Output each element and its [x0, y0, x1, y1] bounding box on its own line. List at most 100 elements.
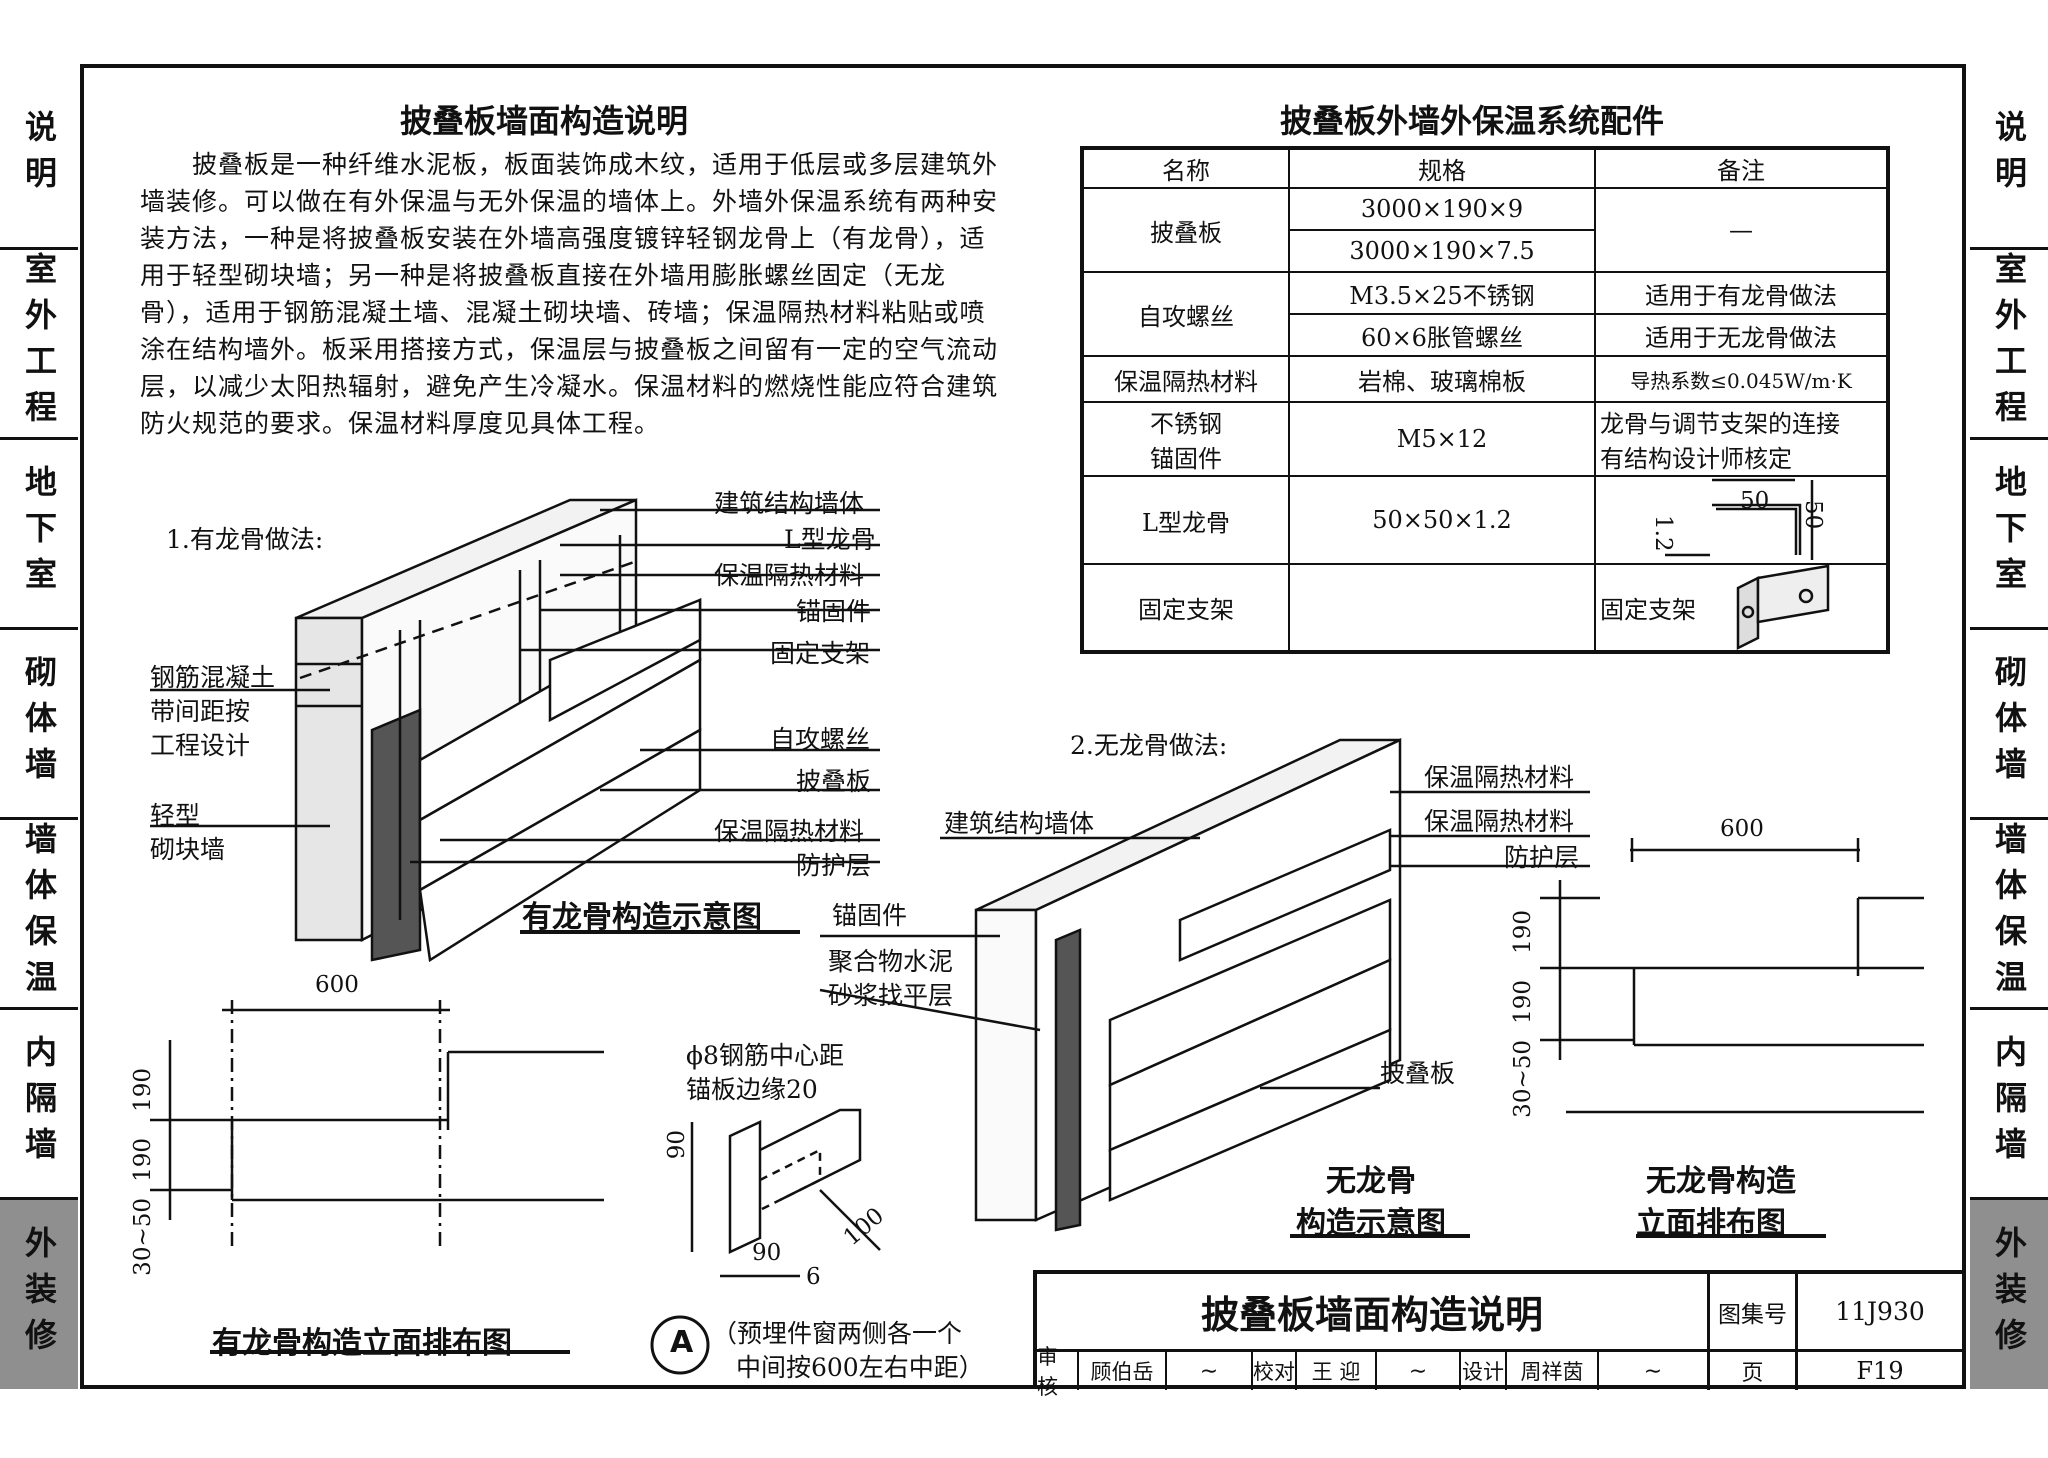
caption-nokeel-elev-1: 无龙骨构造: [1646, 1164, 1796, 1199]
table-cell: —: [1594, 187, 1889, 273]
label-insulation: 保温隔热材料: [714, 561, 865, 590]
label-rc-2: 带间距按: [150, 697, 251, 726]
review-label: 审核: [1037, 1345, 1079, 1399]
table-cell: M3.5×25不锈钢: [1288, 271, 1596, 315]
side-tab-label: 墙体保温: [1990, 821, 2028, 1006]
label-insulation-2: 保温隔热材料: [714, 817, 865, 846]
side-tab-exterior-finish[interactable]: 外装修: [0, 1197, 78, 1389]
atlas-number: 11J930: [1798, 1274, 1962, 1352]
dim-label: 30~50: [1510, 1040, 1536, 1118]
cell-text: 固定支架: [1600, 596, 1696, 624]
table-cell: M5×12: [1288, 401, 1596, 477]
dim-label: 190: [130, 1068, 156, 1112]
side-tab-intro[interactable]: 说明: [1970, 64, 2048, 247]
label-board: 披叠板: [796, 767, 872, 796]
side-tab-basement[interactable]: 地下室: [1970, 437, 2048, 627]
table-cell: 50×50×1.2: [1288, 475, 1596, 565]
table-cell: 固定支架: [1594, 563, 1889, 653]
dim-label: 600: [1720, 816, 1764, 842]
side-tab-masonry[interactable]: 砌体墙: [0, 627, 78, 817]
reviewer-signature: ∼: [1167, 1352, 1253, 1390]
label-block-2: 砌块墙: [150, 835, 226, 864]
side-tab-label: 说明: [20, 109, 58, 202]
table-cell: 自攻螺丝: [1081, 271, 1290, 357]
designer-signature: ∼: [1599, 1352, 1710, 1390]
label-rc-3: 工程设计: [150, 731, 251, 760]
section-title: 披叠板墙面构造说明: [400, 102, 689, 140]
checker-signature: ∼: [1377, 1352, 1461, 1390]
cell-line: 龙骨与调节支架的连接: [1600, 410, 1840, 438]
side-tab-masonry[interactable]: 砌体墙: [1970, 627, 2048, 817]
designer-name: 周祥茵: [1507, 1352, 1599, 1390]
label-insulation-3: 保温隔热材料: [1424, 763, 1575, 792]
side-tab-label: 墙体保温: [20, 821, 58, 1006]
table-cell: 60×6胀管螺丝: [1288, 313, 1596, 357]
label-screw: 自攻螺丝: [770, 725, 871, 754]
side-tab-partition[interactable]: 内隔墙: [0, 1007, 78, 1197]
side-tab-label: 室外工程: [1990, 251, 2028, 436]
table-header: 名称: [1081, 147, 1290, 189]
label-anchor-2: 锚固件: [832, 901, 908, 930]
drawing-frame: [80, 64, 1966, 1389]
label-protect-2: 防护层: [1504, 843, 1580, 872]
label-insulation-4: 保温隔热材料: [1424, 807, 1575, 836]
caption-nokeel-3d-1: 无龙骨: [1326, 1164, 1416, 1199]
dim-label: 190: [130, 1138, 156, 1182]
label-board-2: 披叠板: [1380, 1059, 1456, 1088]
dim-label: 30~50: [130, 1198, 156, 1276]
side-tab-label: 内隔墙: [20, 1034, 58, 1173]
label-wall: 建筑结构墙体: [714, 489, 865, 518]
page-number: F19: [1856, 1357, 1904, 1385]
table-header: 备注: [1594, 147, 1889, 189]
side-tab-label: 内隔墙: [1990, 1034, 2028, 1173]
side-tab-outdoor[interactable]: 室外工程: [1970, 247, 2048, 437]
side-nav-right: 说明 室外工程 地下室 砌体墙 墙体保温 内隔墙 外装修: [1970, 64, 2048, 1389]
table-cell: 3000×190×7.5: [1288, 229, 1596, 273]
side-tab-label: 说明: [1990, 109, 2028, 202]
dim-label: 6: [806, 1264, 821, 1290]
title-block: 披叠板墙面构造说明 图集号 11J930 审核 顾伯岳 ∼ 校对 王 迎 ∼ 设…: [1033, 1270, 1962, 1399]
table-cell: 龙骨与调节支架的连接有结构设计师核定: [1594, 401, 1889, 477]
side-tab-outdoor[interactable]: 室外工程: [0, 247, 78, 437]
caption-nokeel-elev-2: 立面排布图: [1636, 1206, 1786, 1241]
design-label: 设计: [1461, 1352, 1507, 1390]
check-label: 校对: [1253, 1352, 1297, 1390]
table-header: 规格: [1288, 147, 1596, 189]
side-tab-intro[interactable]: 说明: [0, 64, 78, 247]
method2-heading: 2.无龙骨做法:: [1070, 731, 1228, 760]
side-tab-label: 地下室: [20, 464, 58, 603]
method1-heading: 1.有龙骨做法:: [166, 525, 324, 554]
side-tab-insulation[interactable]: 墙体保温: [0, 817, 78, 1007]
dim-label: 1.2: [1650, 515, 1676, 552]
side-tab-label: 砌体墙: [1990, 654, 2028, 793]
side-tab-partition[interactable]: 内隔墙: [1970, 1007, 2048, 1197]
side-tab-label: 外装修: [1990, 1225, 2028, 1364]
table-title: 披叠板外墙外保温系统配件: [1280, 102, 1665, 140]
detail-mark: A: [670, 1325, 694, 1360]
table-cell: 导热系数≤0.045W/m·K: [1594, 355, 1889, 403]
side-tab-label: 地下室: [1990, 464, 2028, 603]
label-mortar-2: 砂浆找平层: [828, 981, 954, 1010]
detailA-remark-1: （预埋件窗两侧各一个: [712, 1319, 963, 1348]
cell-line: 不锈钢: [1150, 410, 1222, 438]
side-tab-insulation[interactable]: 墙体保温: [1970, 817, 2048, 1007]
dim-label: 190: [1510, 980, 1536, 1024]
table-cell: 不锈钢锚固件: [1081, 401, 1290, 477]
table-cell: L型龙骨: [1081, 475, 1290, 565]
side-tab-exterior-finish[interactable]: 外装修: [1970, 1197, 2048, 1389]
table-cell: 适用于无龙骨做法: [1594, 313, 1889, 357]
accessories-table: 名称 规格 备注 披叠板 3000×190×9 — 3000×190×7.5 自…: [1080, 146, 1890, 654]
title-block-title: 披叠板墙面构造说明: [1037, 1274, 1710, 1352]
description-text: 披叠板是一种纤维水泥板，板面装饰成木纹，适用于低层或多层建筑外墙装修。可以做在有…: [140, 150, 999, 438]
detailA-note-2: 锚板边缘20: [686, 1075, 818, 1104]
label-block-1: 轻型: [150, 801, 201, 830]
table-cell: 披叠板: [1081, 187, 1290, 273]
atlas-label: 图集号: [1710, 1274, 1798, 1352]
side-tab-basement[interactable]: 地下室: [0, 437, 78, 627]
caption-nokeel-3d-2: 构造示意图: [1296, 1206, 1446, 1241]
label-rc-1: 钢筋混凝土: [150, 663, 276, 692]
table-cell: 适用于有龙骨做法: [1594, 271, 1889, 315]
dim-label: 50: [1740, 488, 1770, 514]
dim-label: 90: [752, 1240, 782, 1266]
label-anchor: 锚固件: [796, 597, 872, 626]
